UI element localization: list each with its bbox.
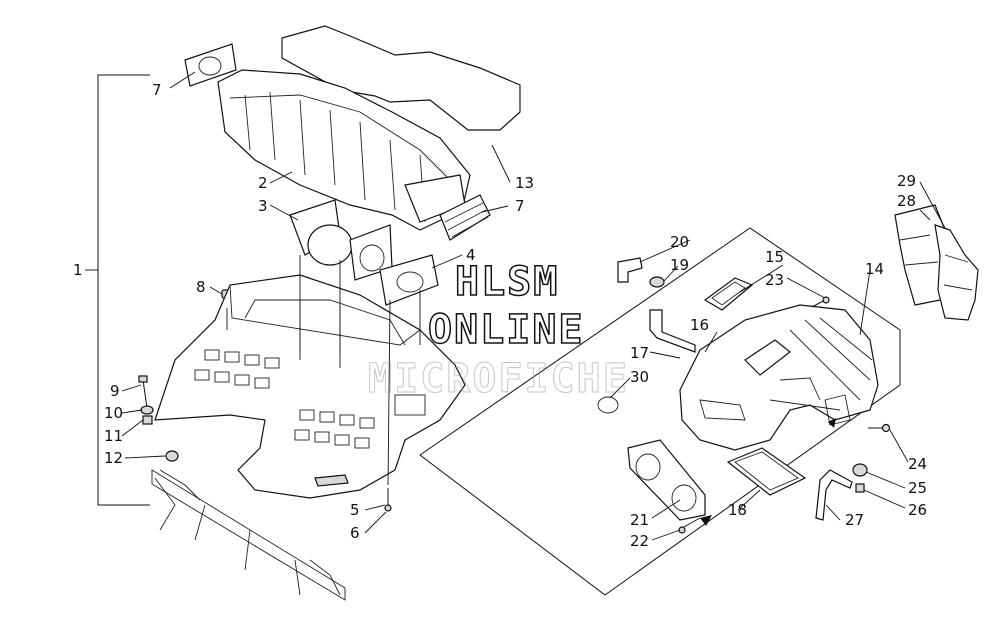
- callout-18: 18: [728, 501, 747, 519]
- callout-4: 4: [466, 246, 476, 264]
- callout-7-right: 7: [515, 197, 525, 215]
- callout-labels: 7 2 13 3 7 4 1 8 9 10 11 12 5 6 20 19 15…: [73, 81, 927, 550]
- part-4-plate: [379, 254, 439, 306]
- part-14-assembly-outline: [419, 227, 901, 596]
- callout-24: 24: [908, 455, 927, 473]
- callout-27: 27: [845, 511, 864, 529]
- arrow-14: [828, 418, 836, 428]
- callout-6: 6: [350, 524, 360, 542]
- part-13-foam-pad: [281, 25, 521, 131]
- part-26-clamp: [855, 483, 865, 493]
- part-16-bracket: [649, 309, 696, 353]
- part-29-filter-foam: [934, 224, 979, 321]
- part-25-drain-grommet: [852, 463, 868, 477]
- callout-1: 1: [73, 261, 83, 279]
- callout-2: 2: [258, 174, 268, 192]
- watermark-line-1: HLSM: [455, 259, 559, 305]
- part-15-trim-ring: [703, 277, 754, 311]
- watermark: HLSM ONLINE MICROFICHE: [368, 258, 629, 402]
- part-18-decal: [726, 447, 807, 496]
- callout-25: 25: [908, 479, 927, 497]
- part-20-elbow-fitting: [617, 257, 643, 283]
- part-9-bolt: [138, 375, 148, 409]
- watermark-line-3: MICROFICHE: [368, 356, 629, 402]
- callout-16: 16: [690, 316, 709, 334]
- part-10-washer: [140, 405, 154, 415]
- callout-9: 9: [110, 382, 120, 400]
- leader-lines: [121, 71, 946, 541]
- callout-29: 29: [897, 172, 916, 190]
- frame-rail: [151, 469, 346, 601]
- callout-12: 12: [104, 449, 123, 467]
- part-5-main-tray: [154, 274, 466, 499]
- callout-7-left: 7: [152, 81, 162, 99]
- callout-13: 13: [515, 174, 534, 192]
- part-23-screw: [811, 296, 830, 308]
- part-19-grommet: [649, 276, 665, 288]
- part-7-mesh-gasket-right: [439, 194, 491, 241]
- watermark-line-2: ONLINE: [428, 307, 585, 353]
- part-21-double-boot: [627, 439, 706, 521]
- callout-23: 23: [765, 271, 784, 289]
- part-27-drain-hose: [815, 469, 853, 521]
- callout-22: 22: [630, 532, 649, 550]
- callout-10: 10: [104, 404, 123, 422]
- part-14-airbox-housing: [679, 304, 879, 451]
- part-7-gasket-left: [184, 43, 237, 87]
- part-3-intake-boot: [289, 199, 393, 281]
- callout-20: 20: [670, 233, 689, 251]
- part-24-screw: [868, 423, 891, 433]
- callout-26: 26: [908, 501, 927, 519]
- callout-5: 5: [350, 501, 360, 519]
- part-6-screw: [384, 488, 392, 512]
- callout-30: 30: [630, 368, 649, 386]
- callout-15: 15: [765, 248, 784, 266]
- callout-28: 28: [897, 192, 916, 210]
- assembly-lines: [226, 255, 421, 486]
- arrow-22: [700, 515, 712, 526]
- callout-14: 14: [865, 260, 884, 278]
- callout-8: 8: [196, 278, 206, 296]
- part-30-hose-clamp: [597, 396, 619, 414]
- callout-21: 21: [630, 511, 649, 529]
- callout-17: 17: [630, 344, 649, 362]
- part-11-nut: [142, 415, 153, 425]
- part-12-grommet: [165, 450, 179, 462]
- callout-11: 11: [104, 427, 123, 445]
- part-22-screw: [678, 517, 701, 534]
- callout-3: 3: [258, 197, 268, 215]
- assembly-bracket: [97, 74, 150, 506]
- callout-19: 19: [670, 256, 689, 274]
